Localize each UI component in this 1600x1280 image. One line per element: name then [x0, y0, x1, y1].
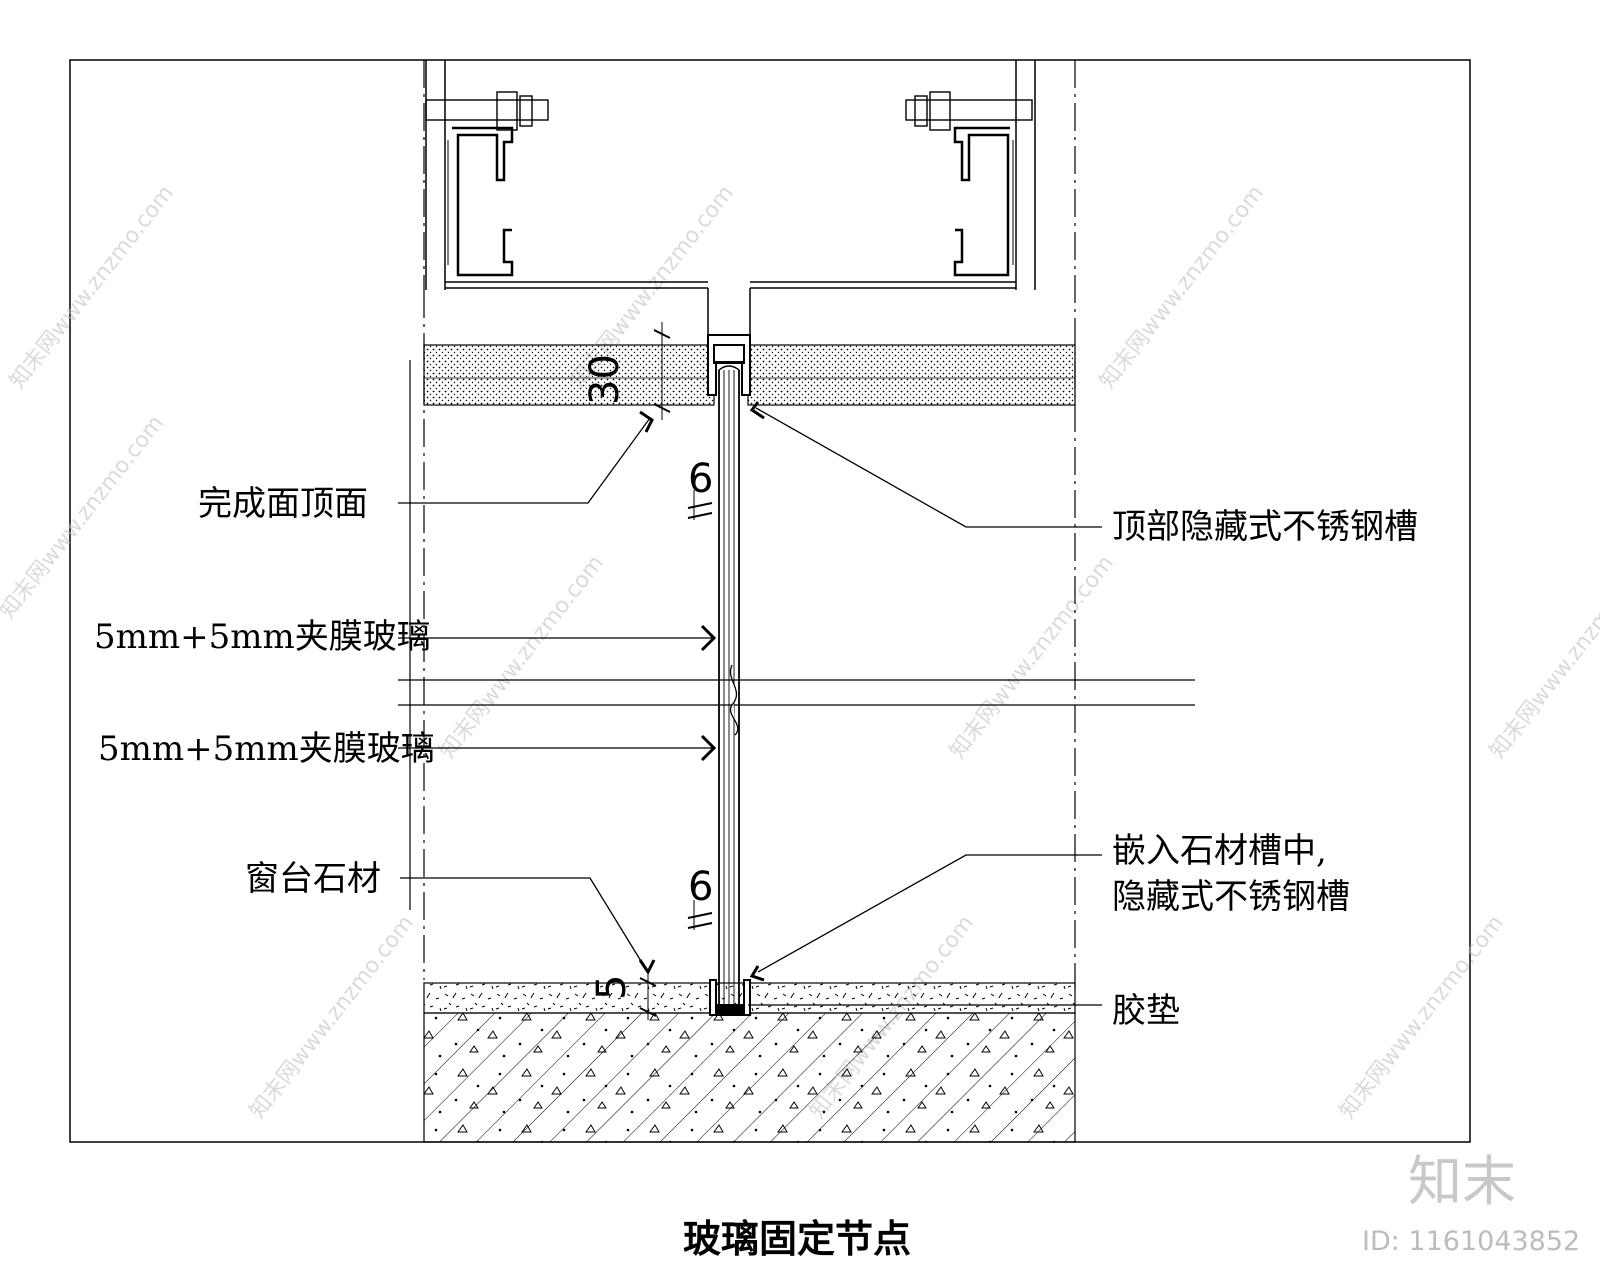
label-rubber-pad: 胶垫 [1112, 991, 1180, 1031]
brand-watermark: 知末 [1408, 1150, 1516, 1213]
watermark-text: 知末网www.znzmo.com [1485, 551, 1600, 764]
label-finish-ceiling: 完成面顶面 [198, 484, 368, 524]
watermark-text: 知末网www.znzmo.com [5, 181, 179, 394]
dimension-bottom-clear: 6 [688, 864, 713, 910]
label-sill-stone: 窗台石材 [245, 859, 381, 899]
laminated-glass-panel [718, 365, 740, 1005]
break-line [398, 664, 1195, 736]
watermark-text: 知末网www.znzmo.com [1335, 911, 1509, 1124]
dimension-top-gap: 30 [582, 354, 628, 405]
boundary-lines [409, 60, 1076, 990]
bottom-stainless-channel [709, 979, 751, 1016]
top-stainless-channel [707, 334, 751, 396]
drawing-title: 玻璃固定节点 [683, 1216, 911, 1261]
ceiling-board [423, 344, 1076, 406]
left-c-channel [425, 91, 549, 277]
watermark-text: 知末网www.znzmo.com [435, 551, 609, 764]
dimension-bottom-depth: 5 [589, 975, 635, 1000]
watermark-text: 知末网www.znzmo.com [1095, 181, 1269, 394]
watermark-text: 知末网www.znzmo.com [945, 551, 1119, 764]
label-top-channel: 顶部隐藏式不锈钢槽 [1112, 507, 1418, 547]
dimension-top-clear: 6 [688, 456, 713, 502]
right-c-channel [905, 91, 1033, 277]
sill-stone [423, 982, 1076, 1143]
label-glass-lower: 5mm+5mm夹膜玻璃 [98, 729, 435, 769]
watermark-text: 知末网www.znzmo.com [0, 411, 169, 624]
label-embed-line2: 隐藏式不锈钢槽 [1112, 877, 1350, 917]
dimension-marks [639, 322, 713, 1020]
label-embed-line1: 嵌入石材槽中, [1112, 831, 1327, 871]
drawing-frame [69, 59, 1471, 1143]
steel-frame [425, 60, 1036, 335]
image-id: ID: 1161043852 [1362, 1226, 1580, 1257]
leader-lines [398, 401, 1102, 1006]
label-glass-upper: 5mm+5mm夹膜玻璃 [94, 617, 431, 657]
watermark-text: 知末网www.znzmo.com [245, 911, 419, 1124]
